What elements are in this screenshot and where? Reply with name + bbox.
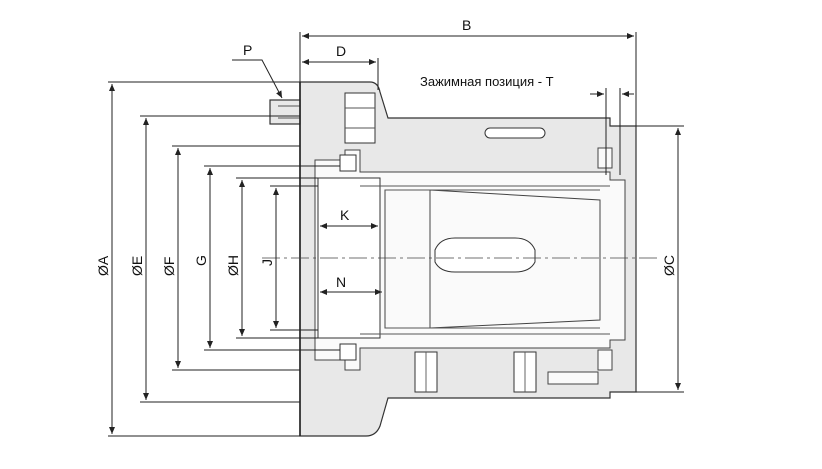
dimension-A: ØA [95,81,300,437]
label-N: N [336,274,346,290]
dimension-E: ØE [129,115,300,403]
dimension-B: B [299,17,637,126]
dimension-H: ØH [225,177,318,339]
label-P: P [243,42,252,58]
pilot-stud [269,99,301,125]
dimension-K: K [320,207,378,229]
dimension-D: D [302,43,379,90]
collet-sleeve [384,189,431,329]
bolt-counterbore [344,92,376,144]
key-slot [484,127,546,139]
label-E: ØE [129,256,145,276]
label-B: B [462,17,471,33]
label-H: ØH [225,255,241,276]
inner-bore [314,127,626,393]
dimension-P: P [232,42,283,99]
dimension-J: J [259,185,318,331]
label-J: J [259,259,275,266]
label-K: K [340,207,350,223]
dimension-T: Зажимная позиция - T [420,74,634,175]
label-G: G [193,255,209,266]
dimension-G: G [193,165,340,351]
label-clamp-position: Зажимная позиция - T [420,74,554,89]
label-C: ØC [661,255,677,276]
dimension-N: N [320,274,382,295]
label-D: D [336,43,346,59]
dimension-F: ØF [161,145,300,371]
label-A: ØA [95,255,111,276]
dimension-C: ØC [636,125,684,393]
label-F: ØF [161,257,177,276]
